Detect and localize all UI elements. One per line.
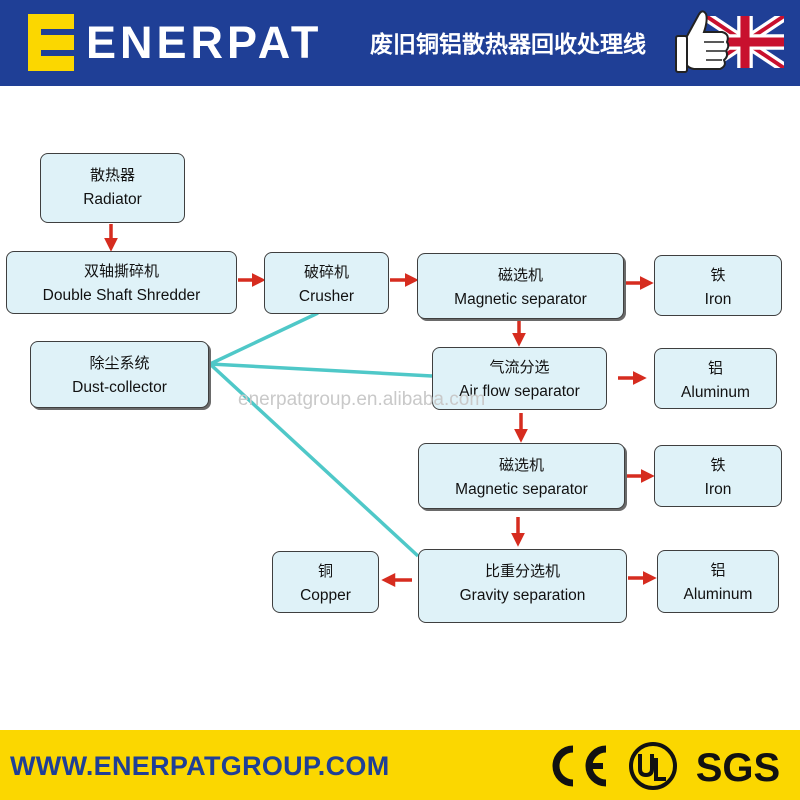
node-aluminum2-zh: 铝 [710,561,726,579]
node-gravity-separation: 比重分选机 Gravity separation [418,549,627,623]
ce-mark-label: CE [545,741,547,742]
node-magnetic2-en: Magnetic separator [455,481,588,498]
page-title: 废旧铜铝散热器回收处理线 [370,32,646,58]
node-copper-zh: 铜 [317,562,333,580]
ul-mark-label: UL [626,741,628,742]
enerpat-logo-icon [28,14,74,71]
node-magnetic-separator-2: 磁选机 Magnetic separator [418,443,625,509]
node-crusher-en: Crusher [298,288,355,305]
node-airflow-en: Air flow separator [459,383,580,400]
node-aluminum-1: 铝 Aluminum [654,348,777,409]
node-radiator: 散热器 Radiator [40,153,185,223]
node-iron1-zh: 铁 [710,266,726,284]
node-dust-collector: 除尘系统 Dust-collector [30,341,209,408]
node-iron1-en: Iron [704,291,732,308]
node-shredder-zh: 双轴撕碎机 [83,262,159,280]
node-crusher-zh: 破碎机 [303,263,349,281]
node-radiator-zh: 散热器 [89,166,135,184]
footer-website-url[interactable]: WWW.ENERPATGROUP.COM [10,751,390,781]
node-aluminum1-en: Aluminum [681,384,750,401]
node-iron2-en: Iron [704,481,732,498]
node-magnetic1-en: Magnetic separator [454,291,587,308]
header-bar [0,0,800,86]
node-gravity-zh: 比重分选机 [484,562,560,580]
node-radiator-en: Radiator [83,191,142,208]
node-crusher: 破碎机 Crusher [264,252,389,314]
thumbs-up-icon [675,10,730,73]
footer-bar [0,730,800,800]
node-iron-2: 铁 Iron [654,445,782,507]
node-aluminum2-en: Aluminum [683,586,753,603]
node-dust-zh: 除尘系统 [89,354,150,372]
node-airflow-zh: 气流分选 [489,358,550,376]
ul-mark-icon: UL [626,741,677,790]
node-magnetic-separator-1: 磁选机 Magnetic separator [417,253,624,319]
sgs-mark-label: SGS [696,746,780,790]
node-aluminum1-zh: 铝 [707,359,723,377]
node-magnetic2-zh: 磁选机 [498,456,544,474]
sgs-mark-icon: SGS [696,746,780,790]
node-gravity-en: Gravity separation [459,587,586,604]
node-iron2-zh: 铁 [710,456,726,474]
logo-text: ENERPAT [86,17,323,68]
node-shredder: 双轴撕碎机 Double Shaft Shredder [6,251,237,314]
node-air-flow-separator: 气流分选 Air flow separator [432,347,607,410]
node-iron-1: 铁 Iron [654,255,782,316]
node-copper-en: Copper [300,587,351,604]
watermark: enerpatgroup.en.alibaba.com [238,389,486,410]
node-magnetic1-zh: 磁选机 [497,266,543,284]
node-shredder-en: Double Shaft Shredder [42,287,201,304]
ce-mark-icon: CE [545,741,607,787]
dust-collector-lines [208,311,433,558]
node-aluminum-2: 铝 Aluminum [657,550,779,613]
node-dust-en: Dust-collector [72,379,167,396]
node-copper: 铜 Copper [272,551,379,613]
